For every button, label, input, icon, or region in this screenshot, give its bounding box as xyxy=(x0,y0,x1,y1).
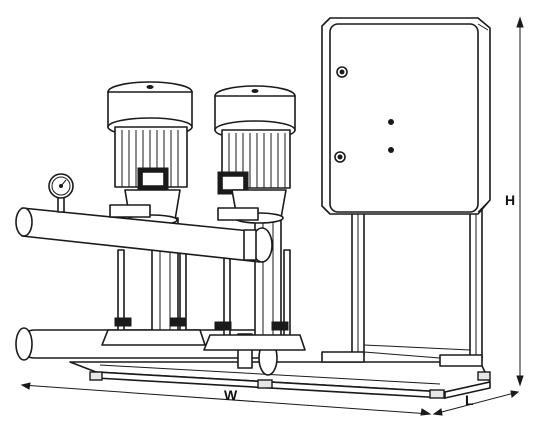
check-valve xyxy=(109,204,151,218)
check-valve xyxy=(217,207,259,221)
pump-2 xyxy=(203,85,306,351)
width-label: W xyxy=(224,387,238,403)
panel-indicator xyxy=(388,119,394,125)
dimension-w: W xyxy=(20,382,432,416)
pressure-gauge xyxy=(48,173,74,213)
panel-screw-center xyxy=(337,154,343,160)
discharge-manifold xyxy=(15,204,273,263)
height-label: H xyxy=(505,192,515,208)
foot xyxy=(477,371,491,381)
foot xyxy=(429,389,445,399)
control-panel xyxy=(321,17,491,215)
foot xyxy=(89,371,103,381)
panel-indicator xyxy=(388,147,394,153)
foot xyxy=(257,379,273,389)
panel-screw-center xyxy=(339,69,345,75)
panel-stand xyxy=(321,204,483,367)
dimension-l: L xyxy=(432,390,520,416)
dimension-h: H xyxy=(505,16,524,387)
base-frame xyxy=(69,361,491,399)
length-label: L xyxy=(465,392,474,408)
